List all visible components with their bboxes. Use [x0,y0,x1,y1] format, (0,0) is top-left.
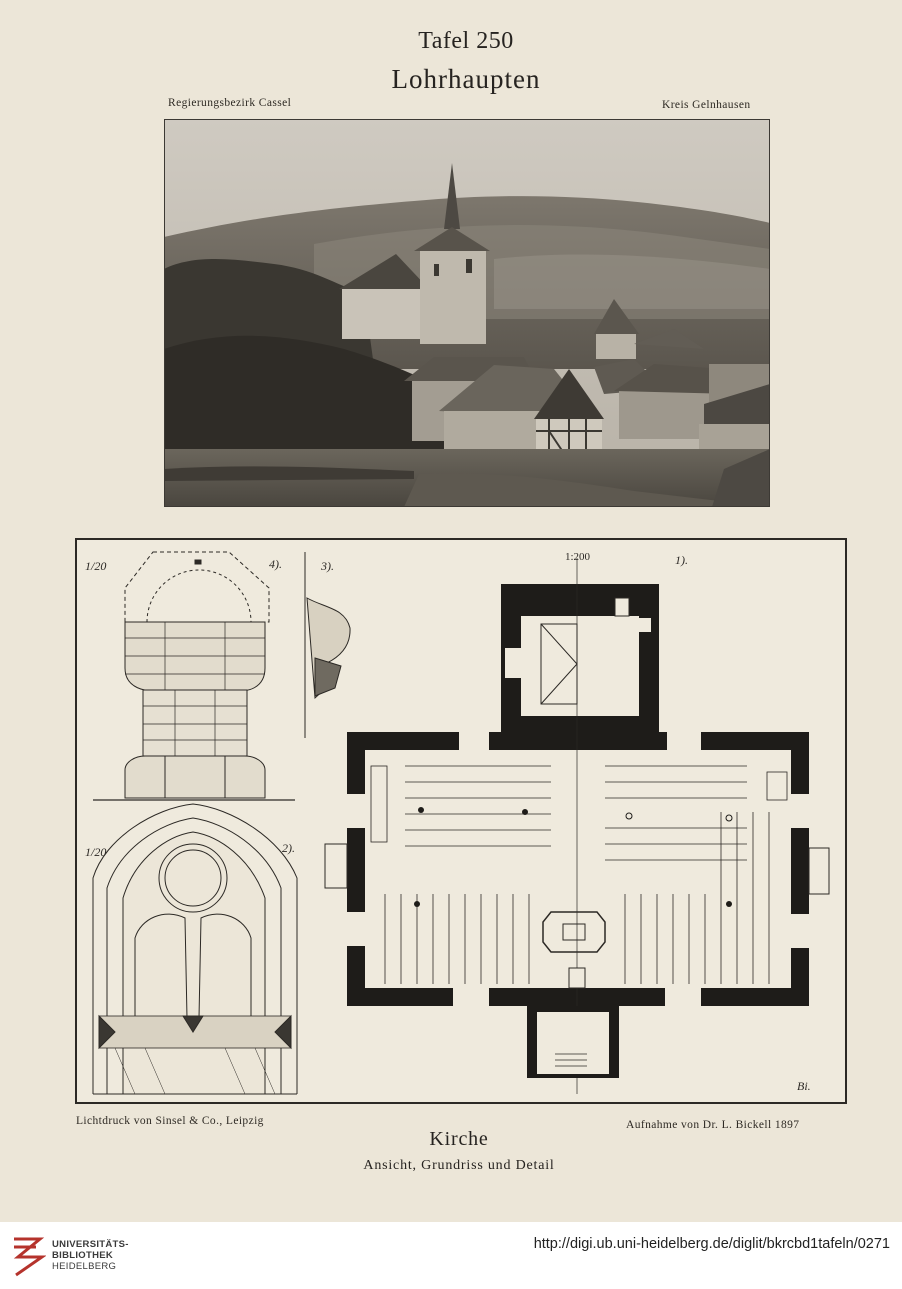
caption-title: Kirche [429,1128,489,1150]
library-name-line-3: HEIDELBERG [52,1261,117,1272]
survey-credit: Aufnahme von Dr. L. Bickell 1897 [626,1119,800,1131]
church-architectural-drawing: 1/20 4). 3). 1:200 1). 1/20 2). Bi. [75,538,847,1104]
plate-number: Tafel 250 [418,28,514,54]
scale-label-top-left: 1/20 [85,559,106,573]
village-church-photograph [164,119,770,507]
figure-2-gothic-window [92,803,298,1095]
figure-2-label: 2). [282,841,295,855]
figure-1-label: 1). [675,553,688,567]
library-footer-bar: UNIVERSITÄTS- BIBLIOTHEK HEIDELBERG http… [0,1222,902,1289]
scale-label-bottom-left: 1/20 [85,845,106,859]
caption-subtitle: Ansicht, Grundriss und Detail [363,1158,555,1173]
figure-4-label: 4). [269,557,282,571]
figure-3-label: 3). [320,559,334,573]
district-label: Kreis Gelnhausen [662,99,751,111]
figure-3-profile-detail [304,552,351,738]
digital-object-url-link[interactable]: http://digi.ub.uni-heidelberg.de/diglit/… [533,1236,890,1252]
university-library-logo-icon[interactable] [10,1231,46,1279]
library-name-line-2: BIBLIOTHEK [52,1250,114,1261]
draftsman-signature: Bi. [797,1079,811,1093]
figure-4-font-detail [93,551,295,801]
plan-scale-label: 1:200 [565,551,591,563]
printer-credit: Lichtdruck von Sinsel & Co., Leipzig [76,1115,264,1127]
library-name-line-1: UNIVERSITÄTS- [52,1239,129,1250]
place-title: Lohrhaupten [391,64,541,94]
figure-1-ground-plan [324,558,830,1094]
library-name: UNIVERSITÄTS- BIBLIOTHEK HEIDELBERG [52,1239,129,1272]
region-label: Regierungsbezirk Cassel [168,97,292,109]
plate-page: Tafel 250 Lohrhaupten Regierungsbezirk C… [75,28,847,1173]
